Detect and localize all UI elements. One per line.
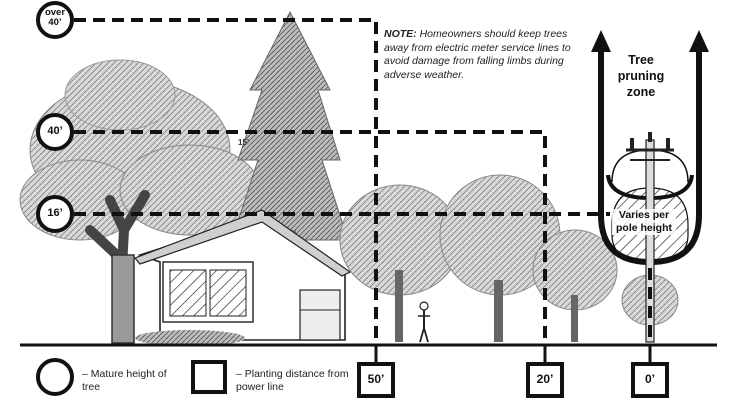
legend-circle-icon: [36, 358, 74, 396]
note-body: Homeowners should keep trees away from e…: [384, 28, 571, 81]
varies-label: Varies per pole height: [612, 209, 676, 235]
person-illustration: [418, 301, 430, 343]
distance-label-20: 20’: [536, 372, 554, 386]
height-line-over40: [55, 18, 378, 345]
note-text: NOTE: Homeowners should keep trees away …: [384, 28, 584, 82]
height-label-16: 16’: [47, 207, 63, 219]
arrow-up-icon: [591, 30, 611, 52]
height-line-40: [55, 130, 547, 345]
height-circle-over40: [36, 1, 74, 39]
legend-circle-text: – Mature height of tree: [82, 368, 167, 393]
legend-square-icon: [191, 360, 227, 394]
height-circle-40: [36, 113, 74, 151]
house-illustration: [133, 209, 352, 346]
height-label-over40: over 40’: [44, 7, 66, 28]
guide-lines: [55, 18, 652, 345]
distance-square-20: [526, 362, 564, 398]
utility-pole: [626, 132, 674, 343]
pruning-zone-label: Tree pruning zone: [617, 53, 665, 99]
arrow-up-icon: [689, 30, 709, 52]
medium-tree-illustration: [339, 174, 561, 342]
height-label-40: 40’: [47, 125, 63, 137]
note-lead: NOTE:: [384, 28, 417, 40]
distance-label-50: 50’: [367, 372, 385, 386]
legend-square-text: – Planting distance from power line: [236, 368, 349, 393]
tree-mark-label: 15’: [238, 138, 250, 147]
height-circle-16: [36, 195, 74, 233]
distance-square-0: [631, 362, 669, 398]
distance-square-50: [357, 362, 395, 398]
distance-label-0: 0’: [644, 372, 655, 386]
